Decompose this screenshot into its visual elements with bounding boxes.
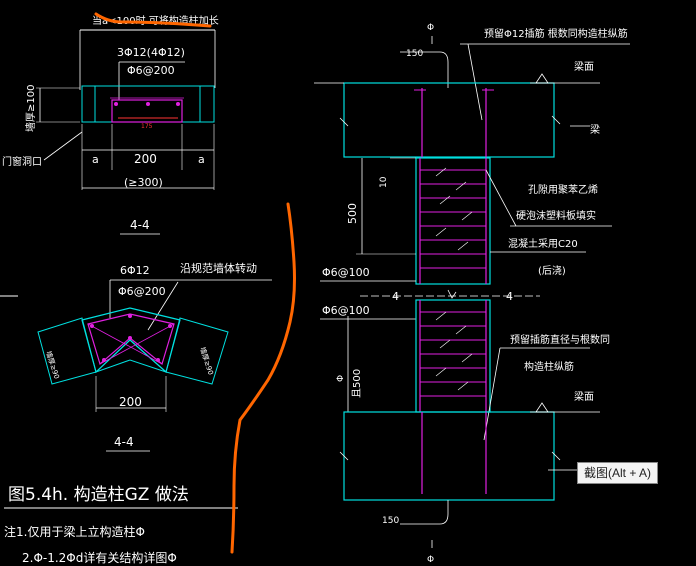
elev-upper-beam bbox=[343, 82, 555, 158]
section-b-bar-4 bbox=[102, 358, 106, 362]
section-a-inner-dim: 175 bbox=[141, 123, 153, 130]
elev-beam-face-top-marker bbox=[535, 73, 549, 84]
elev-lower-beam-break-left bbox=[339, 451, 349, 461]
figure-title: 图5.4h. 构造柱GZ 做法 bbox=[8, 485, 189, 505]
section-b-tie-2 bbox=[99, 323, 175, 365]
elev-column-upper bbox=[415, 157, 491, 285]
section-a-dim-a-left: a bbox=[92, 153, 99, 166]
section-b-note: 沿规范墙体转动 bbox=[180, 261, 257, 275]
elev-bottom-phi: Φ bbox=[427, 555, 434, 565]
elev-bottom-hook-line bbox=[400, 500, 449, 525]
section-a-bar-1 bbox=[114, 102, 118, 106]
elev-bottom-note-1: 预留插筋直径与根数同 bbox=[510, 333, 610, 346]
elev-gap-note-1: 孔隙用聚苯乙烯 bbox=[528, 183, 598, 196]
elev-dim-150-top: 150 bbox=[406, 49, 423, 59]
elev-col-lower-stirrups bbox=[420, 311, 486, 397]
section-a-title: 4-4 bbox=[130, 218, 150, 232]
elev-dim-bottom-phi: Φ bbox=[336, 375, 346, 382]
section-b-rebar-main: 6Φ12 bbox=[120, 264, 150, 277]
elev-beam-label: 梁 bbox=[590, 123, 600, 136]
elev-dim-500-bottom: 且500 bbox=[351, 369, 363, 398]
elev-cut-label-left: 4 bbox=[392, 290, 399, 303]
elev-gap-leader bbox=[485, 169, 517, 227]
elev-top-note: 预留Φ12插筋 根数同构造柱纵筋 bbox=[484, 27, 628, 40]
elev-beam-face-bottom-marker bbox=[535, 402, 549, 413]
orange-underline-annotation bbox=[94, 12, 212, 28]
elev-top-hook-line bbox=[439, 51, 449, 88]
elev-beam-face-bottom: 梁面 bbox=[574, 390, 594, 403]
elev-top-phi: Φ bbox=[427, 23, 434, 33]
section-a-dim-total: (≥300) bbox=[124, 176, 163, 189]
elev-stirrup-top: Φ6@100 bbox=[322, 266, 370, 279]
elev-dim-10: 10 bbox=[379, 176, 389, 188]
section-a-bar-2 bbox=[146, 102, 150, 106]
elev-stirrup-bottom: Φ6@100 bbox=[322, 304, 370, 317]
elevation-detail: Φ 预留Φ12插筋 根数同构造柱纵筋 150 梁面 梁 bbox=[314, 23, 630, 565]
section-b-title: 4-4 bbox=[114, 435, 134, 449]
elev-upper-beam-break-right bbox=[551, 115, 561, 125]
section-b-stirrup: Φ6@200 bbox=[118, 285, 166, 298]
section-a-stirrup: Φ6@200 bbox=[127, 64, 175, 77]
elev-bottom-note-leader bbox=[483, 347, 501, 441]
section-a-rebar-cage bbox=[111, 99, 183, 123]
section-a-dim-a-right: a bbox=[198, 153, 205, 166]
elev-upper-beam-break-left bbox=[339, 117, 349, 127]
section-a-rebar-main: 3Φ12(4Φ12) bbox=[117, 46, 185, 59]
figure-caption: 图5.4h. 构造柱GZ 做法 注1.仅用于梁上立构造柱Φ 2.Φ-1.2Φd详… bbox=[4, 485, 238, 565]
elev-break-symbol bbox=[447, 289, 457, 299]
elev-dim-150-bottom: 150 bbox=[382, 516, 399, 526]
section-b-column-core bbox=[81, 307, 181, 374]
elev-col-upper-hatch bbox=[435, 167, 473, 251]
elev-dim-500-top: 500 bbox=[346, 203, 359, 224]
section-b-bar-3 bbox=[168, 324, 172, 328]
section-a-door-label: 门窗洞口 bbox=[2, 155, 42, 168]
elev-gap-note-2: 硬泡沫塑料板填实 bbox=[516, 209, 596, 222]
section-b-detail: 6Φ12 Φ6@200 沿规范墙体转动 墙厚≥90 墙厚≥90 200 4-4 bbox=[37, 261, 272, 452]
section-a-left-label: 墙厚≥100 bbox=[24, 85, 37, 132]
elev-lower-bars bbox=[421, 412, 487, 494]
elev-col-lower-hatch bbox=[435, 311, 473, 391]
elev-bottom-note-2: 构造柱纵筋 bbox=[524, 360, 574, 373]
elev-later-pour: (后浇) bbox=[538, 264, 566, 277]
section-b-bar-2 bbox=[128, 314, 132, 318]
section-b-tie-1 bbox=[87, 323, 163, 365]
elev-beam-face-top: 梁面 bbox=[574, 60, 594, 73]
section-b-bar-6 bbox=[156, 358, 160, 362]
elev-col-upper-stirrups bbox=[420, 169, 486, 269]
section-a-dim-200: 200 bbox=[134, 152, 157, 166]
screenshot-tooltip: 截图(Alt + A) bbox=[577, 462, 659, 484]
elev-top-note-leader bbox=[467, 43, 483, 121]
section-b-note-leader bbox=[147, 281, 179, 331]
elev-cut-label-right: 4 bbox=[506, 290, 513, 303]
section-b-bar-5 bbox=[128, 336, 132, 340]
note-2: 2.Φ-1.2Φd详有关结构详图Φ bbox=[22, 550, 177, 565]
section-b-dim-200: 200 bbox=[119, 395, 142, 409]
section-b-bar-1 bbox=[90, 324, 94, 328]
orange-freehand-annotation bbox=[230, 202, 296, 554]
elev-lower-beam-break-right bbox=[551, 451, 561, 461]
elev-concrete-note: 混凝土采用C20 bbox=[508, 237, 578, 250]
section-a-door-leader bbox=[43, 131, 83, 161]
note-1: 注1.仅用于梁上立构造柱Φ bbox=[4, 524, 145, 539]
section-a-bar-3 bbox=[176, 102, 180, 106]
elev-upper-bars bbox=[421, 88, 487, 158]
